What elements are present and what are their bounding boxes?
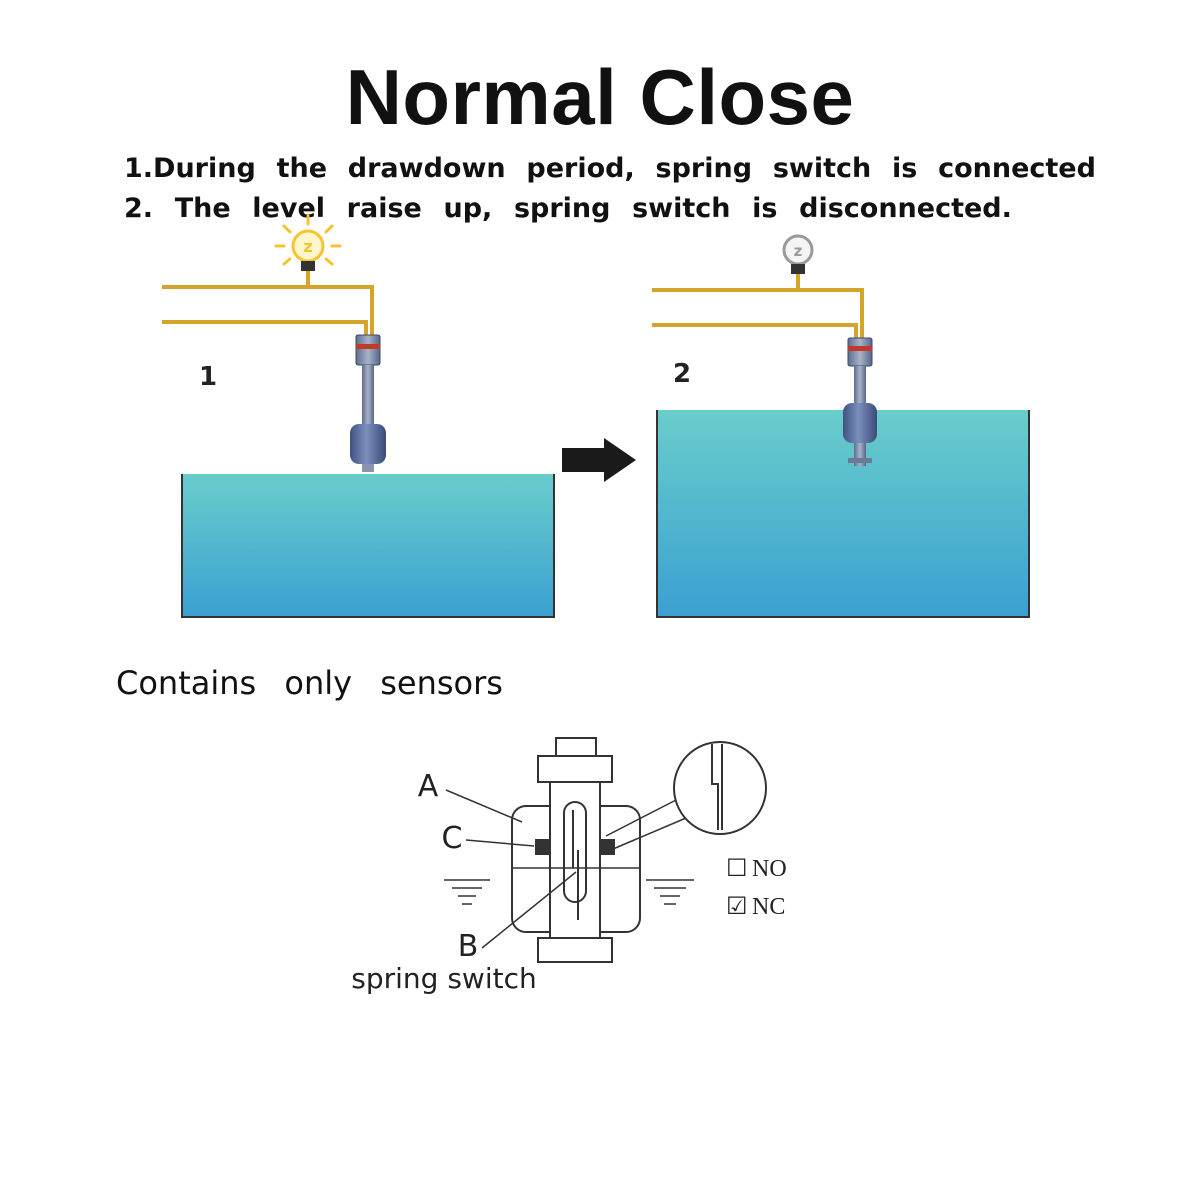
label-a: A	[418, 769, 439, 804]
sensor-seal	[356, 344, 380, 349]
step-word: spring	[513, 192, 611, 224]
step-line-2: 2. The level raise up, spring switch is …	[124, 190, 1012, 226]
sensor-head	[847, 337, 873, 367]
step-word: period,	[526, 152, 635, 184]
step-word: connected	[938, 152, 1096, 184]
bulb-glyph: z	[303, 237, 312, 256]
zoom-circle	[673, 741, 767, 835]
panel-number-2: 2	[673, 359, 691, 389]
label-b: B	[458, 929, 479, 964]
sensors-note: Contains only sensors	[116, 664, 503, 702]
bulb-glyph: z	[794, 242, 803, 260]
arrow-right-icon	[562, 438, 636, 482]
step-word: raise	[346, 192, 422, 224]
float-ball	[350, 424, 386, 464]
label-c: C	[442, 821, 463, 856]
float-stopper	[362, 464, 374, 472]
sensor-rod	[362, 365, 374, 427]
wire-top-left	[162, 285, 374, 335]
page-title: Normal Close	[345, 53, 855, 141]
tank-2	[656, 410, 1030, 618]
step-word: level	[252, 192, 326, 224]
step-word: switch	[632, 192, 731, 224]
wire-bottom-left	[162, 320, 368, 335]
step-word: spring	[655, 152, 753, 184]
no-checkbox-icon: ☐	[726, 854, 748, 882]
float-ball	[843, 403, 877, 443]
spring-switch-caption: spring switch	[351, 962, 536, 995]
panel-2: z 2	[652, 234, 1030, 618]
float-stopper	[848, 458, 872, 463]
step-word: is	[752, 192, 778, 224]
unlit-bulb-icon: z	[782, 234, 814, 274]
step-word: drawdown	[347, 152, 506, 184]
panel-1: z 1	[162, 214, 555, 618]
step-word: 1.During	[124, 152, 256, 184]
step-line-1: 1.During the drawdown period, spring swi…	[124, 150, 1096, 186]
sensor-head	[355, 334, 381, 366]
lit-bulb-icon: z	[274, 214, 342, 271]
step-word: is	[891, 152, 918, 184]
water-level-high	[657, 410, 1029, 617]
step-word: the	[276, 152, 328, 184]
sensor-seal	[848, 346, 872, 351]
step-word: switch	[772, 152, 872, 184]
step-word: up,	[443, 192, 493, 224]
tank-1	[181, 474, 555, 618]
nc-checkbox-icon: ☑	[726, 892, 748, 920]
option-no-label: NO	[752, 856, 787, 882]
step-word: The	[174, 192, 231, 224]
wire-bottom-right	[652, 323, 858, 338]
water-level-low	[182, 474, 554, 617]
sensor-detail-drawing	[444, 737, 767, 963]
wire-top-right	[652, 288, 864, 338]
panel-number-1: 1	[199, 362, 217, 392]
step-word: disconnected.	[799, 192, 1012, 224]
magnet-left	[535, 839, 549, 855]
option-nc-label: NC	[752, 894, 785, 920]
step-word: 2.	[124, 192, 154, 224]
